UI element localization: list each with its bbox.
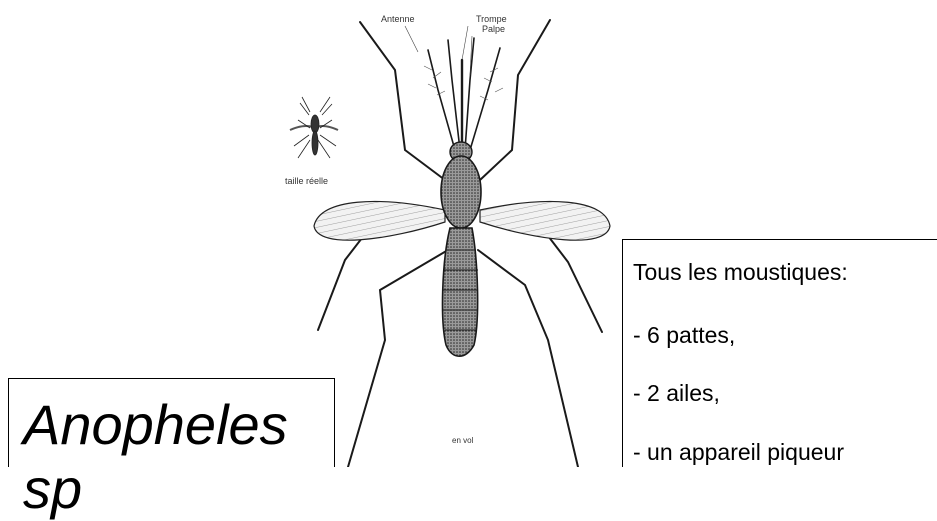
species-name-box: Anopheles sp: [8, 378, 335, 467]
info-item-proboscis: - un appareil piqueur: [633, 438, 844, 466]
info-box: Tous les moustiques: - 6 pattes, - 2 ail…: [622, 239, 937, 467]
proboscis-label: Trompe: [476, 14, 507, 24]
mosquito-abdomen: [443, 228, 478, 356]
real-size-label: taille réelle: [285, 176, 328, 186]
antenna-label: Antenne: [381, 14, 415, 24]
info-item-wings: - 2 ailes,: [633, 379, 720, 407]
info-heading: Tous les moustiques:: [633, 258, 848, 286]
mosquito-thorax: [441, 156, 481, 228]
species-name: Anopheles sp: [23, 393, 334, 521]
palp-label: Palpe: [482, 24, 505, 34]
real-size-mosquito: [290, 97, 338, 158]
info-item-legs: - 6 pattes,: [633, 321, 735, 349]
in-flight-label: en vol: [452, 436, 473, 445]
